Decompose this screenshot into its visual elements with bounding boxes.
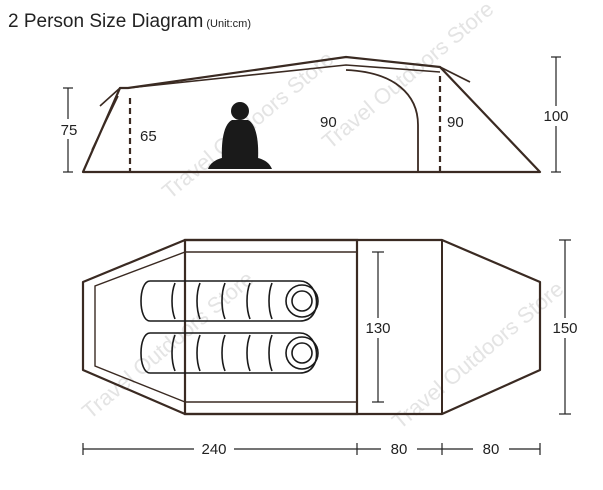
vestibule-width-label: 150	[552, 320, 577, 337]
right-end-pole	[439, 66, 471, 83]
vestibule-length-label: 80	[483, 441, 500, 458]
sleeping-bag-icon	[140, 280, 319, 322]
vestibule-length-label: 80	[391, 441, 408, 458]
top-view: 130 150	[81, 238, 583, 416]
watermark-layer: Travel Outdoors Store Travel Outdoors St…	[77, 0, 568, 434]
inner-left-height-label: 65	[140, 128, 157, 145]
left-end-height-label: 75	[61, 122, 78, 139]
diagram-title: 2 Person Size Diagram	[8, 11, 204, 32]
watermark-text: Travel Outdoors Store	[387, 276, 568, 434]
inner-width-label: 130	[365, 320, 390, 337]
watermark-text: Travel Outdoors Store	[317, 0, 498, 154]
overall-height-label: 100	[543, 108, 568, 125]
unit-label: (Unit:cm)	[206, 18, 251, 30]
left-end-pole	[91, 87, 121, 151]
length-dimensions: 240 80 80	[82, 439, 541, 459]
inner-door-curve	[345, 69, 419, 172]
side-view: 75 65 90 90 100	[56, 55, 574, 174]
vestibule-inner-height-label: 90	[447, 114, 464, 131]
seated-person-icon	[208, 102, 272, 169]
inner-length-label: 240	[201, 441, 226, 458]
tent-side-inner-roof	[127, 64, 441, 89]
watermark-text: Travel Outdoors Store	[77, 266, 258, 424]
diagram-header: 2 Person Size Diagram(Unit:cm)	[8, 11, 251, 33]
peak-height-label: 90	[320, 114, 337, 131]
sleeping-bag-icon	[140, 332, 319, 374]
inner-tent-outline	[183, 238, 359, 416]
